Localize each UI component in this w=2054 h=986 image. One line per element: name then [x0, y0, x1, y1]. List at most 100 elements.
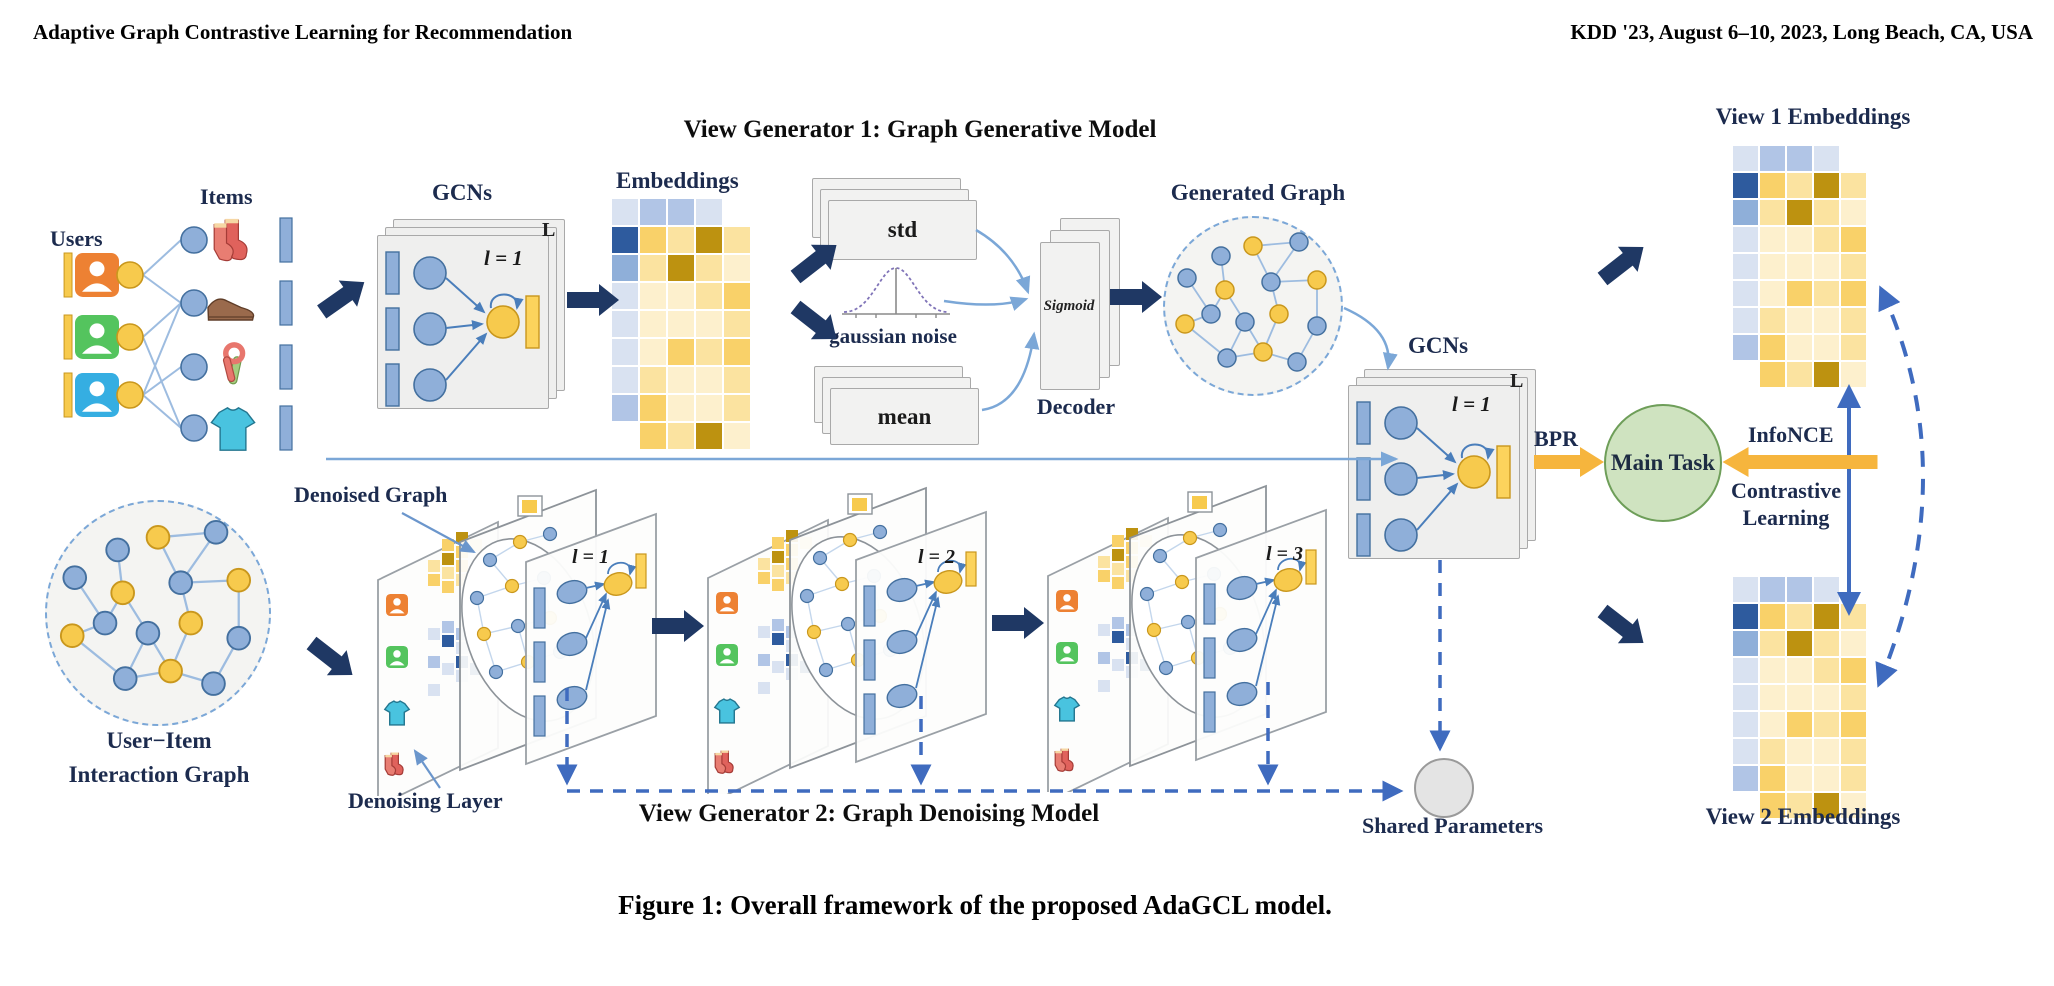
view1-embeddings-label: View 1 Embeddings: [1715, 104, 1911, 129]
graph-node: [178, 610, 204, 636]
graph-node: [135, 620, 161, 646]
matrix-cell: [640, 199, 666, 225]
matrix-cell: [1733, 146, 1758, 171]
matrix-cell: [668, 227, 694, 253]
matrix-cell: [1841, 227, 1866, 252]
matrix-cell: [1841, 173, 1866, 198]
matrix-cell: [1733, 658, 1758, 683]
matrix-cell: [640, 311, 666, 337]
matrix-cell: [1814, 200, 1839, 225]
gcn-stack-2: [1348, 385, 1520, 559]
gcn-input-bar: [1356, 457, 1371, 501]
graph-node: [201, 671, 226, 696]
matrix-cell: [668, 395, 694, 421]
matrix-cell: [1733, 712, 1758, 737]
paper-header-right: KDD '23, August 6–10, 2023, Long Beach, …: [1570, 20, 2033, 44]
generated-graph-art: [1175, 232, 1327, 372]
denoise-mask-cell: [1098, 624, 1110, 636]
denoise-mask-cell: [1112, 631, 1124, 643]
contrastive-learning-label-line1: Contrastive: [1731, 478, 1841, 503]
matrix-cell: [1760, 173, 1785, 198]
denoise-block-3: [1047, 484, 1327, 792]
matrix-cell: [668, 311, 694, 337]
flow-arrow: [1722, 447, 1878, 477]
denoise-mask-cell: [758, 626, 770, 638]
matrix-cell: [1760, 766, 1785, 791]
matrix-cell: [1733, 173, 1758, 198]
figure-caption: Figure 1: Overall framework of the propo…: [618, 890, 1332, 920]
matrix-cell: [668, 423, 694, 449]
matrix-cell: [1787, 173, 1812, 198]
sigmoid-label: Sigmoid: [1043, 298, 1095, 314]
item-node: [180, 414, 208, 442]
matrix-cell: [640, 367, 666, 393]
matrix-cell: [1787, 712, 1812, 737]
gcn-2-art: [1356, 401, 1511, 557]
interaction-edges: [142, 239, 182, 429]
denoise-mask-cell: [1098, 570, 1110, 582]
matrix-cell: [1787, 281, 1812, 306]
main-task-node: Main Task: [1604, 404, 1722, 522]
gcn-target-node: [1457, 455, 1491, 489]
matrix-cell: [1733, 308, 1758, 333]
denoise-mask-cell: [1098, 680, 1110, 692]
user-node: [116, 323, 144, 351]
denoise-mask-cell: [1112, 659, 1124, 671]
decoder-panel: [1040, 242, 1100, 390]
item-embedding-bar: [279, 280, 293, 326]
decoder-label: Decoder: [1036, 394, 1116, 419]
matrix-cell: [1787, 227, 1812, 252]
matrix-cell: [1733, 281, 1758, 306]
graph-node: [226, 625, 252, 651]
matrix-cell: [1814, 712, 1839, 737]
gcns-1-label: GCNs: [432, 180, 493, 205]
gaussian-noise-label: gaussian noise: [829, 324, 957, 348]
graph-node: [145, 525, 171, 550]
graph-node: [62, 565, 88, 590]
user-avatar-icon: [716, 592, 738, 614]
item-embedding-bar: [279, 217, 293, 263]
gcn-input-bar: [1356, 513, 1371, 557]
denoise-mask-cell: [1098, 556, 1110, 568]
matrix-cell: [1760, 227, 1785, 252]
denoise-1-layer-label: l = 1: [572, 546, 609, 568]
matrix-cell: [1733, 362, 1758, 387]
matrix-cell: [1760, 254, 1785, 279]
socks-icon: [213, 218, 248, 262]
user-avatar-icon: [63, 252, 119, 298]
bpr-label: BPR: [1534, 426, 1578, 451]
scarf-icon: [222, 342, 246, 385]
denoising-layer-label: Denoising Layer: [348, 788, 503, 813]
matrix-cell: [612, 283, 638, 309]
gcn-neighbor-node: [413, 312, 447, 346]
gcn-neighbor-node: [413, 368, 447, 402]
denoise-mask-cell: [1112, 577, 1124, 589]
matrix-cell: [1760, 658, 1785, 683]
gcn-input-bar: [385, 307, 400, 351]
graph-node: [112, 666, 138, 691]
matrix-cell: [1814, 739, 1839, 764]
matrix-cell: [724, 311, 750, 337]
tshirt-icon: [210, 406, 256, 451]
flow-arrow: [306, 636, 353, 676]
denoise-mask-cell: [758, 682, 770, 694]
matrix-cell: [696, 255, 722, 281]
matrix-cell: [1841, 793, 1866, 818]
denoise-mask-cell: [442, 635, 454, 647]
matrix-cell: [640, 339, 666, 365]
matrix-cell: [1733, 766, 1758, 791]
matrix-cell: [668, 255, 694, 281]
denoise-block-2: [707, 486, 987, 794]
denoise-mask-cell: [772, 661, 784, 673]
matrix-cell: [1787, 362, 1812, 387]
denoise-block-1: [377, 488, 657, 796]
user-node: [116, 261, 144, 289]
matrix-cell: [1814, 577, 1839, 602]
gcn-input-bar: [385, 363, 400, 407]
matrix-cell: [1814, 604, 1839, 629]
denoise-mask-cell: [1112, 617, 1124, 629]
matrix-cell: [1733, 685, 1758, 710]
matrix-cell: [1841, 146, 1866, 171]
graph-node: [1307, 270, 1327, 290]
matrix-cell: [1841, 254, 1866, 279]
